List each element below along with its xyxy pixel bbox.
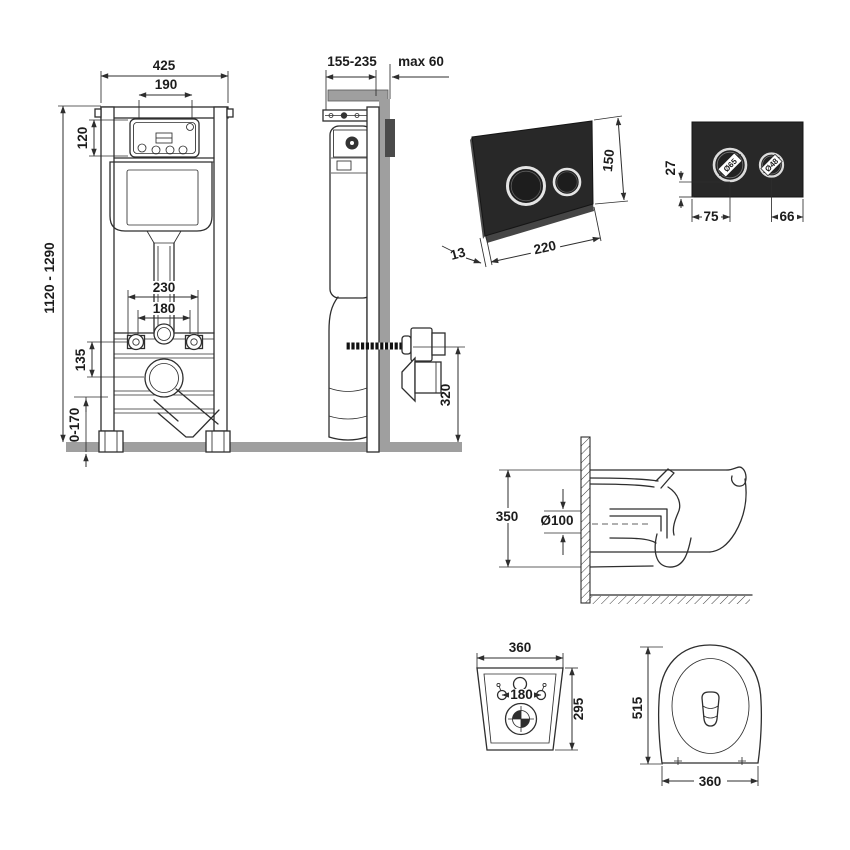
dim-label-feet-range: 0-170 xyxy=(67,408,82,443)
big-flush-button-3d xyxy=(506,166,546,206)
seat-fixing-marks xyxy=(674,757,746,765)
dim-wall-offset: max 60 xyxy=(389,54,449,99)
dim-label-plate-height: 150 xyxy=(600,149,617,173)
dim-label-fixing-inner: 180 xyxy=(153,301,176,316)
dim-plate-thickness: 13 xyxy=(441,244,482,264)
dim-plate-height: 150 xyxy=(593,115,629,205)
dim-bowl-top-width: 360 xyxy=(661,766,759,789)
bowl-top-view: 515 360 xyxy=(630,644,763,789)
dim-label-bottom-offset: 27 xyxy=(663,160,678,175)
dim-bowl-height: 350 xyxy=(491,469,581,568)
floor-strip xyxy=(66,442,462,452)
outlet-bend-front xyxy=(144,358,220,438)
flush-plate-front: Ø65 Ø48 27 75 xyxy=(663,121,804,224)
flush-bend-side xyxy=(328,296,368,441)
dim-label-plate-width: 220 xyxy=(532,238,557,258)
dim-outlet-height: 320 xyxy=(413,346,465,443)
dim-opening-height: 120 xyxy=(75,119,128,157)
dim-label-outlet-drop: 135 xyxy=(73,348,88,371)
small-flush-button-3d xyxy=(552,167,582,197)
dim-right-spacing: 66 xyxy=(771,178,804,224)
dim-feet-range: 0-170 xyxy=(67,396,108,467)
dim-label-bowl-back-height: 295 xyxy=(571,697,586,720)
outlet-target xyxy=(504,702,538,736)
dim-label-outlet-diameter: Ø100 xyxy=(540,513,573,528)
dim-bowl-length: 515 xyxy=(630,646,663,765)
dim-frame-height: 1120 - 1290 xyxy=(42,105,101,443)
adjustable-feet xyxy=(98,430,231,453)
dim-label-frame-width: 425 xyxy=(153,58,176,73)
dim-label-wall-offset: max 60 xyxy=(398,54,444,69)
dim-label-outlet-height: 320 xyxy=(438,384,453,407)
dim-label-opening-height: 120 xyxy=(75,127,90,150)
dim-label-bowl-fixing: 180 xyxy=(510,687,533,702)
mounting-rod xyxy=(345,327,446,362)
dim-bowl-back-width: 360 xyxy=(476,640,564,668)
dim-label-bowl-back-width: 360 xyxy=(509,640,532,655)
big-flush-button: Ø65 xyxy=(712,147,748,183)
dim-label-bowl-top-width: 360 xyxy=(699,774,722,789)
flush-plate-3d: 150 220 13 xyxy=(441,115,629,268)
dim-label-fixing-width: 230 xyxy=(153,280,176,295)
dim-depth-range: 155-235 xyxy=(325,54,377,110)
dim-outlet-diameter: Ø100 xyxy=(539,489,581,555)
cistern-access-panel xyxy=(129,118,200,158)
dim-label-frame-height: 1120 - 1290 xyxy=(42,242,57,313)
dim-label-opening-width: 190 xyxy=(155,77,178,92)
dim-outlet-drop: 135 xyxy=(73,341,144,378)
dim-left-spacing: 75 xyxy=(691,182,731,224)
dim-label-bowl-length: 515 xyxy=(630,696,645,719)
dim-label-plate-thickness: 13 xyxy=(449,244,468,263)
small-flush-button: Ø48 xyxy=(758,152,785,178)
cistern-side xyxy=(329,125,373,299)
dim-fixing-inner: 180 xyxy=(137,301,191,334)
dim-button-bottom-offset: 27 xyxy=(663,160,730,208)
dim-opening-width: 190 xyxy=(138,77,193,119)
bowl-profile xyxy=(589,466,747,568)
dim-bowl-back-height: 295 xyxy=(555,667,586,751)
frame-side-view: 155-235 max 60 320 xyxy=(322,54,465,453)
bowl-side-view: 350 Ø100 xyxy=(491,436,753,604)
flush-distributor xyxy=(701,691,720,727)
dim-label-left-spacing: 75 xyxy=(703,209,719,224)
outlet-connector-side xyxy=(401,356,442,403)
dim-frame-width: 425 xyxy=(100,58,229,103)
frame-front-view: 425 190 120 1120 - 1290 230 xyxy=(42,58,234,467)
fixing-bolts xyxy=(126,323,204,351)
wall-bracket xyxy=(322,109,370,122)
dim-label-depth-range: 155-235 xyxy=(327,54,377,69)
dim-fixing-width: 230 xyxy=(127,280,199,336)
dim-plate-width: 220 xyxy=(479,206,602,268)
dim-label-bowl-height: 350 xyxy=(496,509,519,524)
bowl-back-view: 360 180 295 xyxy=(476,640,586,751)
dim-bowl-fixing-spacing: 180 xyxy=(501,687,542,702)
dim-label-right-spacing: 66 xyxy=(779,209,795,224)
